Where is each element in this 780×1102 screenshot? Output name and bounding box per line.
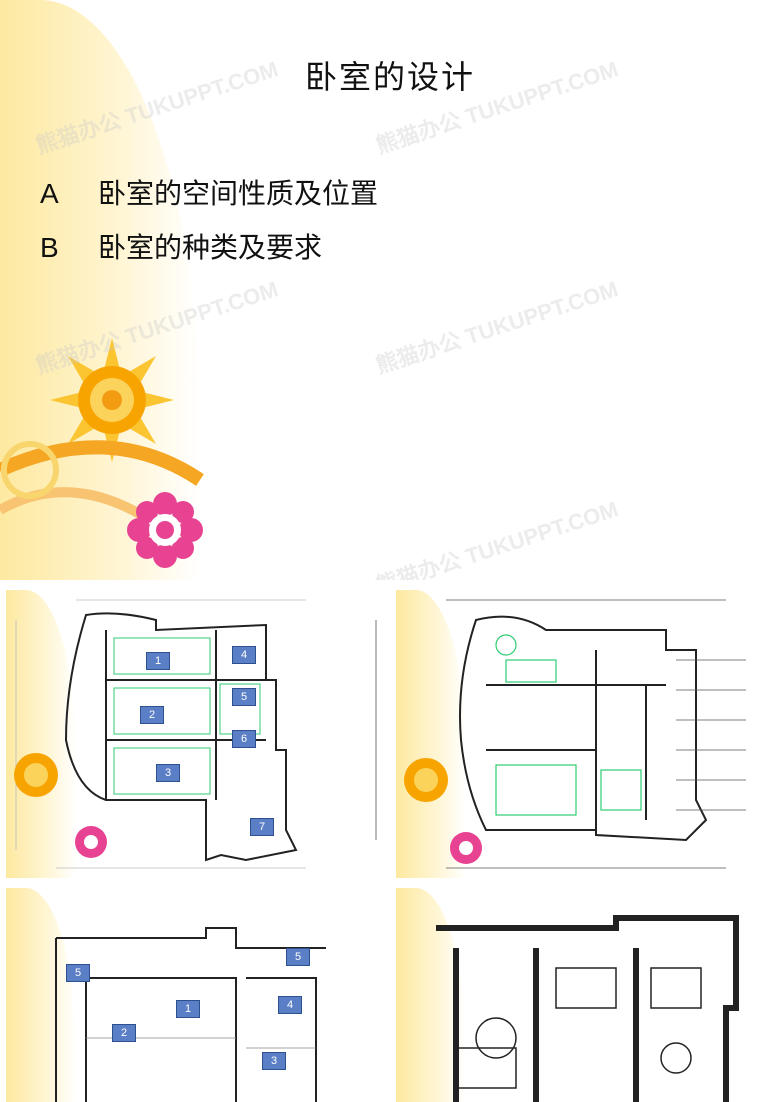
- bullet-text: 卧室的种类及要求: [98, 231, 323, 264]
- floor-plan-3: 1 2 3 4 5 5: [6, 888, 326, 1102]
- room-label: 4: [278, 996, 302, 1014]
- bullet-letter: A: [40, 178, 59, 209]
- room-label: 4: [232, 646, 256, 664]
- floor-plan-drawing: [375, 599, 746, 869]
- bullet-a: A 卧室的空间性质及位置: [40, 172, 378, 212]
- room-label: 5: [232, 688, 256, 706]
- room-label: 1: [176, 1000, 200, 1018]
- bullet-b: B 卧室的种类及要求: [40, 226, 322, 266]
- room-label: 3: [262, 1052, 286, 1070]
- bullet-text: 卧室的空间性质及位置: [98, 177, 379, 210]
- room-label: 5: [286, 948, 310, 966]
- slide-title: 卧室的设计: [304, 58, 475, 96]
- slide: 熊猫办公 TUKUPPT.COM 熊猫办公 TUKUPPT.COM 熊猫办公 T…: [0, 0, 622, 580]
- floor-plan-4: [396, 888, 776, 1102]
- room-label: 5: [66, 964, 90, 982]
- room-label: 1: [146, 652, 170, 670]
- floor-plan-drawing: [15, 599, 306, 869]
- watermark: 熊猫办公 TUKUPPT.COM: [372, 276, 622, 379]
- room-label: 6: [232, 730, 256, 748]
- room-label: 2: [140, 706, 164, 724]
- floor-plan-1: 1 2 3 4 5 6 7: [6, 590, 326, 878]
- room-label: 7: [250, 818, 274, 836]
- bullet-letter: B: [40, 232, 59, 263]
- floor-plan-drawing: [55, 927, 326, 1102]
- watermark: 熊猫办公 TUKUPPT.COM: [372, 496, 622, 580]
- plan-flower-decoration: [14, 753, 107, 858]
- room-label: 3: [156, 764, 180, 782]
- floor-plan-2: [346, 590, 776, 878]
- floor-plan-drawing: [436, 915, 739, 1102]
- flower-decoration: [0, 338, 204, 568]
- room-label: 2: [112, 1024, 136, 1042]
